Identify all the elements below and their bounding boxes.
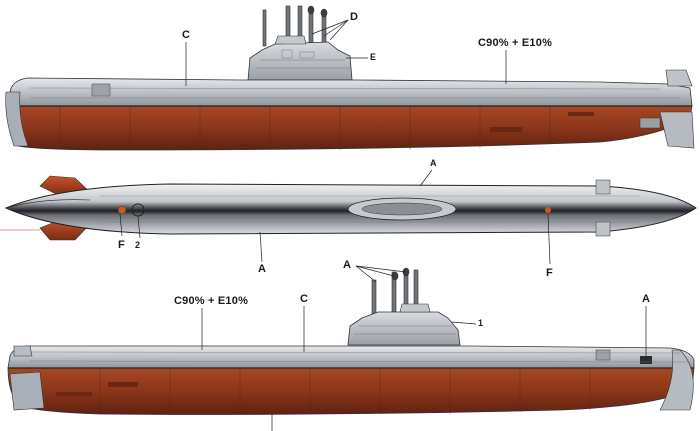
callout-bot-1: 1: [478, 318, 484, 328]
callout-top-d: D: [350, 11, 359, 23]
side-profile-top: [5, 5, 695, 151]
hull-upper-bottom: [7, 345, 695, 369]
callout-mid-f-left: F: [118, 239, 125, 251]
callout-mid-a-bottom: A: [258, 263, 267, 275]
side-profile-bottom: [7, 267, 695, 415]
hull-upper-top: [9, 77, 693, 107]
hull-lower-bottom: [7, 367, 695, 415]
sail-bottom: [347, 311, 461, 346]
callout-mid-2: 2: [135, 240, 141, 250]
callout-top-mix: C90% + E10%: [478, 37, 553, 49]
stern-top: [639, 69, 695, 149]
callout-top-c: C: [182, 29, 191, 41]
leader-lines: [119, 19, 647, 431]
plan-view: [0, 175, 697, 241]
callout-bot-a-right: A: [642, 293, 651, 305]
callout-bot-c: C: [300, 293, 309, 305]
callout-top-e: E: [370, 52, 377, 62]
callout-bot-a-mast: A: [343, 259, 352, 271]
callout-mid-a-top: A: [430, 158, 437, 168]
callout-mid-f-right: F: [546, 267, 553, 279]
callout-bot-mix: C90% + E10%: [174, 295, 249, 307]
sail-top: [247, 41, 353, 81]
